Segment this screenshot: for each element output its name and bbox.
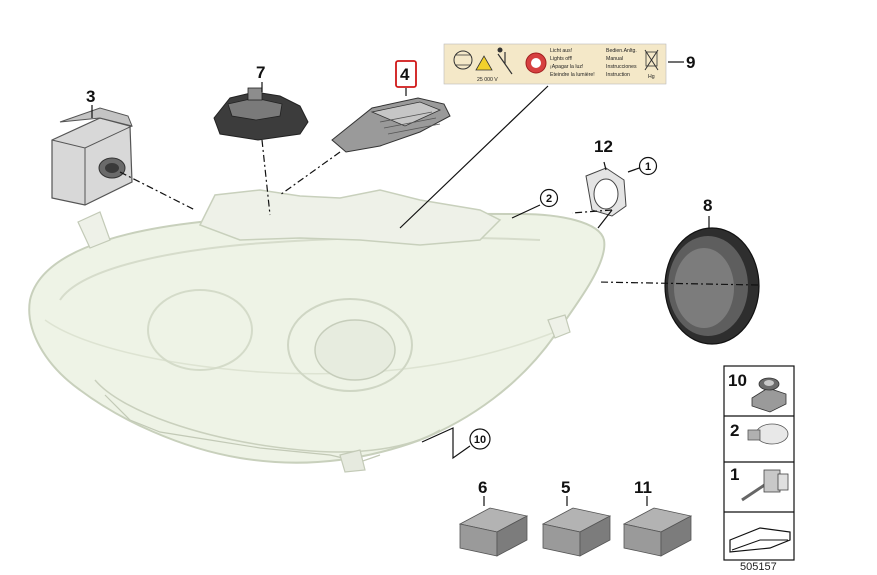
label-text-2b: Manual (606, 56, 623, 62)
callout-2: 2 (546, 193, 552, 205)
xenon-module-part (331, 97, 451, 153)
label-text-1a: Licht aus! (550, 48, 572, 54)
control-unit-part (51, 107, 133, 206)
socket-icon (751, 377, 787, 413)
lamp-icon (741, 469, 789, 502)
callout-8: 8 (703, 196, 712, 215)
headlight-housing (28, 189, 606, 473)
callout-9: 9 (686, 53, 695, 72)
callout-4-highlight (395, 60, 417, 88)
label-text-2c: Instrucciones (606, 64, 637, 70)
legend-column: 10 2 1 (723, 365, 795, 561)
label-text-1c: ¡Apagar la luz! (550, 64, 583, 70)
label-hg: Hg (648, 74, 655, 80)
callout-3: 3 (86, 87, 95, 106)
legend-num-2: 2 (730, 421, 739, 440)
callout-1: 1 (645, 161, 651, 173)
leader-lines (91, 61, 759, 460)
label-text-1d: Eteindre la lumière! (550, 72, 595, 78)
box-6: 6 (458, 478, 529, 557)
cover-cap-part (213, 87, 309, 141)
callout-4: 4 (400, 65, 410, 84)
callout-1-circle (638, 156, 658, 176)
callout-10: 10 (474, 434, 486, 446)
callout-5: 5 (561, 478, 570, 497)
diagram-id: 505157 (740, 561, 777, 573)
label-voltage: 25 000 V (477, 77, 498, 83)
bulb-icon (747, 423, 789, 445)
box-5: 5 (541, 478, 612, 557)
legend-num-1: 1 (730, 465, 739, 484)
warning-label-part: Licht aus! Lights off! ¡Apagar la luz! E… (443, 43, 667, 85)
callout-6: 6 (478, 478, 487, 497)
legend-num-10: 10 (728, 371, 747, 390)
callout-12: 12 (594, 137, 613, 156)
label-text-1b: Lights off! (550, 56, 572, 62)
pointer-arrow-icon (729, 527, 791, 553)
callout-2-circle (539, 188, 559, 208)
cover-disk-part (664, 227, 760, 345)
label-text-2a: Bedien.Anltg. (606, 48, 637, 54)
box-11: 11 (622, 478, 693, 557)
label-text-2d: Instruction (606, 72, 630, 78)
callout-10-circle (469, 428, 491, 450)
callout-7: 7 (256, 63, 265, 82)
callout-11: 11 (634, 478, 652, 497)
retaining-ring-part (585, 167, 627, 217)
callouts: 3 7 4 9 12 1 2 8 10 (86, 53, 712, 450)
